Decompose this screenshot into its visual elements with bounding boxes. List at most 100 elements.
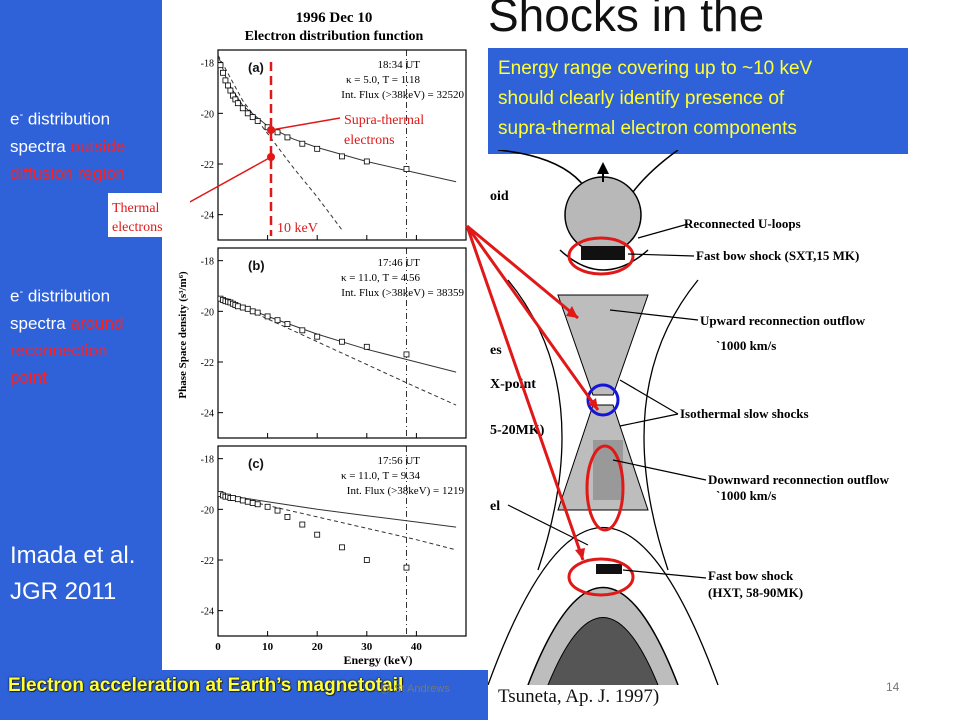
callout-line: Energy range covering up to ~10 keV: [498, 58, 813, 79]
data-point: [274, 317, 281, 324]
diagram-label: X-point: [490, 377, 536, 392]
diagram-label: Downward reconnection outflow: [708, 472, 890, 487]
leader-line: [627, 253, 695, 257]
chart-panels: -18 -20 -22 -24 (a) 18:34 UT κ = 5.0, T = 1.18…: [201, 49, 467, 653]
diagram-label: Fast bow shock (SXT,15 MK): [696, 248, 859, 263]
data-point: [363, 158, 370, 165]
diagram-label: el: [490, 499, 500, 514]
field-line: [643, 279, 699, 571]
data-point: [363, 557, 370, 563]
leader-line: [619, 379, 679, 415]
reference-line: JGR 2011: [10, 578, 117, 605]
panel-flux: Int. Flux (>38keV) = 1219: [347, 485, 465, 497]
x-tick-label: 10: [262, 641, 274, 653]
y-tick-label: -20: [201, 109, 214, 120]
data-point: [284, 321, 291, 327]
kappa-fit-line: [217, 493, 457, 528]
data-point: [264, 503, 271, 510]
label-text: -: [19, 109, 24, 121]
data-point: [244, 305, 251, 312]
callout-line: supra-thermal electron components: [498, 118, 797, 139]
highlight-ellipse-slowshock: [585, 444, 625, 532]
y-tick-label: -24: [201, 211, 214, 222]
panel-tag: (a): [248, 60, 264, 75]
data-point: [363, 343, 370, 350]
data-point: [229, 495, 236, 501]
diagram-label: Fast bow shock: [708, 568, 794, 583]
data-point: [225, 82, 231, 89]
upper-outflow-region: [557, 294, 649, 396]
x-tick-label: 20: [312, 641, 324, 653]
data-point: [314, 531, 321, 538]
reconnection-diagram: oid Reconnected U-loops Fast bow shock (…: [488, 150, 890, 685]
data-point: [254, 309, 261, 316]
diagram-label: oid: [490, 189, 509, 204]
data-point: [249, 308, 256, 315]
data-point: [244, 498, 251, 505]
slide-title: Shocks in the: [488, 0, 765, 41]
figure-panel: [162, 0, 488, 670]
data-point: [403, 564, 410, 571]
diagram-label: Isothermal slow shocks: [680, 406, 809, 421]
electron-distribution-chart: 1996 Dec 10 Electron distribution functi…: [177, 10, 467, 667]
label-highlight: point: [10, 367, 47, 387]
label-text: spectra: [10, 136, 71, 156]
data-point: [339, 338, 345, 345]
panel-flux: Int. Flux (>38keV) = 38359: [341, 287, 464, 299]
y-tick-label: -24: [201, 607, 214, 618]
panel-flux: Int. Flux (>38keV) = 32520: [341, 89, 464, 101]
data-point: [299, 140, 306, 147]
callout-line: should clearly identify presence of: [498, 88, 785, 109]
y-tick-label: -24: [201, 409, 214, 420]
data-point: [234, 100, 241, 107]
y-tick-label: -22: [201, 358, 214, 369]
data-point: [244, 110, 251, 117]
plasmoid-shape: [564, 176, 642, 254]
label-text: distribution: [23, 109, 111, 129]
y-tick-label: -22: [201, 160, 214, 171]
label-text: e: [10, 286, 20, 306]
page-number: 14: [886, 680, 900, 694]
data-point: [299, 327, 306, 334]
label-text: e: [10, 109, 20, 129]
maxwellian-fit-line: [217, 54, 343, 231]
diagram-label: `1000 km/s: [716, 488, 776, 503]
diagram-citation: Tsuneta, Ap. J. 1997): [498, 686, 660, 707]
data-point: [339, 153, 345, 160]
data-point: [217, 62, 224, 69]
data-point: [403, 166, 410, 172]
plot-frame: [217, 49, 467, 241]
y-tick-label: -18: [201, 59, 214, 70]
x-axis-label: Energy (keV): [344, 653, 413, 667]
data-point: [314, 333, 321, 340]
data-point: [234, 303, 241, 310]
diagram-label: `1000 km/s: [716, 338, 776, 353]
highlight-ellipse-lower: [567, 557, 635, 597]
data-point: [314, 145, 321, 152]
leader-line: [637, 223, 689, 239]
field-line: [488, 527, 719, 685]
label-text: spectra: [10, 313, 71, 333]
diagram-label: es: [490, 343, 502, 358]
footer-title: Electron acceleration at Earth’s magneto…: [8, 675, 404, 696]
data-point: [284, 514, 291, 520]
data-point: [284, 134, 291, 141]
panel-time: 17:56 UT: [378, 455, 421, 467]
label-highlight: diffusion region: [10, 163, 125, 183]
energy-range-callout: Energy range covering up to ~10 keV shou…: [488, 48, 908, 154]
figure-subtitle: Electron distribution function: [245, 29, 424, 44]
panel-time: 17:46 UT: [378, 257, 421, 269]
panel-params: κ = 11.0, T = 4.56: [341, 272, 421, 284]
panel-params: κ = 5.0, T = 1.18: [346, 74, 420, 86]
diagram-label: Upward reconnection outflow: [700, 313, 866, 328]
data-point: [264, 313, 271, 320]
leader-line: [612, 459, 707, 481]
side-label-around: e- distribution spectra around reconnect…: [10, 279, 123, 391]
data-point: [249, 114, 256, 121]
data-point: [254, 501, 261, 508]
x-tick-label: 0: [215, 641, 221, 653]
side-label-outside: e- distribution spectra outside diffusio…: [10, 102, 125, 187]
label-text: -: [19, 286, 24, 298]
data-point: [220, 69, 226, 76]
panel-time: 18:34 UT: [378, 59, 421, 71]
